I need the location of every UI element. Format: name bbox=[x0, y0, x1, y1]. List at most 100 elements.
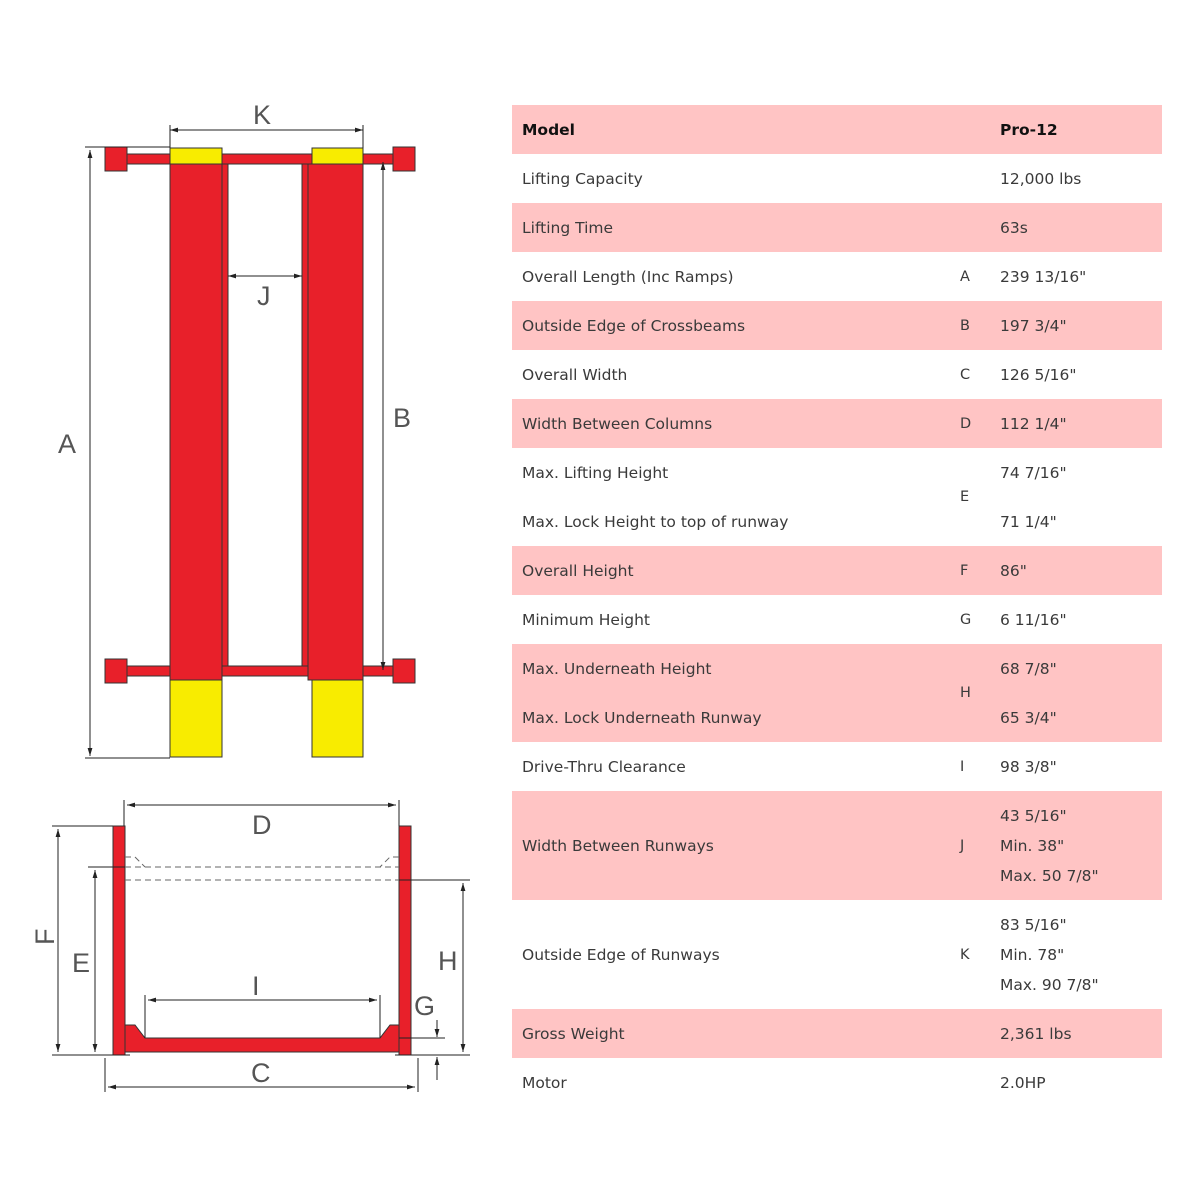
table-row: Minimum Height G 6 11/16" bbox=[512, 595, 1162, 644]
spec-labels: Motor bbox=[522, 1058, 567, 1107]
spec-value: 71 1/4" bbox=[1000, 512, 1057, 531]
table-row: Outside Edge of Crossbeams B 197 3/4" bbox=[512, 301, 1162, 350]
label-i: I bbox=[252, 971, 260, 1001]
spec-labels: Overall Height bbox=[522, 546, 634, 595]
spec-labels: Width Between Columns bbox=[522, 399, 712, 448]
spec-label: Outside Edge of Crossbeams bbox=[522, 316, 746, 335]
label-g: G bbox=[414, 991, 435, 1021]
spec-values: 98 3/8" bbox=[1000, 742, 1057, 791]
dimension-letter: I bbox=[960, 758, 965, 775]
front-view bbox=[112, 825, 412, 1056]
dimension-letter: A bbox=[960, 268, 970, 285]
spec-value: Min. 78" bbox=[1000, 945, 1065, 964]
spec-value: 2,361 lbs bbox=[1000, 1024, 1072, 1043]
label-e: E bbox=[72, 948, 90, 978]
spec-value: 239 13/16" bbox=[1000, 267, 1087, 286]
spec-label: Max. Lifting Height bbox=[522, 463, 669, 482]
label-a: A bbox=[58, 429, 76, 459]
table-row: Lifting Time 63s bbox=[512, 203, 1162, 252]
label-j: J bbox=[257, 281, 271, 311]
spec-label: Drive-Thru Clearance bbox=[522, 757, 686, 776]
spec-value: Pro-12 bbox=[1000, 120, 1058, 139]
spec-values: 86" bbox=[1000, 546, 1027, 595]
label-k: K bbox=[253, 100, 271, 130]
spec-labels: Overall Length (Inc Ramps) bbox=[522, 252, 734, 301]
spec-label: Max. Underneath Height bbox=[522, 659, 712, 678]
spec-value: 6 11/16" bbox=[1000, 610, 1067, 629]
spec-value: 112 1/4" bbox=[1000, 414, 1067, 433]
spec-labels: Outside Edge of Runways bbox=[522, 900, 720, 1009]
spec-values: 112 1/4" bbox=[1000, 399, 1067, 448]
table-row: Width Between Columns D 112 1/4" bbox=[512, 399, 1162, 448]
spec-values: 83 5/16" Min. 78" Max. 90 7/8" bbox=[1000, 900, 1099, 1009]
table-row: Gross Weight 2,361 lbs bbox=[512, 1009, 1162, 1058]
spec-value: 126 5/16" bbox=[1000, 365, 1077, 384]
spec-value: 2.0HP bbox=[1000, 1073, 1046, 1092]
spec-label: Motor bbox=[522, 1073, 567, 1092]
spec-labels: Drive-Thru Clearance bbox=[522, 742, 686, 791]
spec-label: Overall Width bbox=[522, 365, 628, 384]
table-row: Width Between Runways J 43 5/16" Min. 38" Ma… bbox=[512, 791, 1162, 900]
spec-label: Minimum Height bbox=[522, 610, 650, 629]
spec-values: 43 5/16" Min. 38" Max. 50 7/8" bbox=[1000, 791, 1099, 900]
spec-values: 126 5/16" bbox=[1000, 350, 1076, 399]
spec-values: 197 3/4" bbox=[1000, 301, 1067, 350]
spec-values: 68 7/8" 65 3/4" bbox=[1000, 644, 1057, 742]
table-row: Overall Length (Inc Ramps) A 239 13/16" bbox=[512, 252, 1162, 301]
spec-value: 43 5/16" bbox=[1000, 806, 1067, 825]
spec-label: Model bbox=[522, 120, 575, 139]
spec-value: Min. 38" bbox=[1000, 836, 1065, 855]
label-b: B bbox=[393, 403, 411, 433]
spec-label: Max. Lock Underneath Runway bbox=[522, 708, 762, 727]
spec-labels: Minimum Height bbox=[522, 595, 650, 644]
table-row: Lifting Capacity 12,000 lbs bbox=[512, 154, 1162, 203]
dimension-letter: G bbox=[960, 611, 972, 628]
spec-values: 63s bbox=[1000, 203, 1028, 252]
spec-label: Lifting Capacity bbox=[522, 169, 643, 188]
spec-value: 63s bbox=[1000, 218, 1028, 237]
spec-value: Max. 90 7/8" bbox=[1000, 975, 1099, 994]
spec-value: 68 7/8" bbox=[1000, 659, 1057, 678]
dimension-letter: J bbox=[960, 837, 965, 854]
spec-labels: Lifting Capacity bbox=[522, 154, 643, 203]
spec-label: Width Between Runways bbox=[522, 836, 714, 855]
spec-label: Outside Edge of Runways bbox=[522, 945, 720, 964]
spec-value: 12,000 lbs bbox=[1000, 169, 1082, 188]
spec-label: Lifting Time bbox=[522, 218, 614, 237]
top-view bbox=[104, 146, 416, 758]
front-view-dimensions bbox=[52, 800, 470, 1092]
spec-labels: Model bbox=[522, 105, 575, 154]
label-d: D bbox=[252, 810, 272, 840]
dimension-letter: C bbox=[960, 366, 971, 383]
spec-label: Max. Lock Height to top of runway bbox=[522, 512, 789, 531]
table-row: Motor 2.0HP bbox=[512, 1058, 1162, 1107]
spec-value: 65 3/4" bbox=[1000, 708, 1057, 727]
spec-values: 12,000 lbs bbox=[1000, 154, 1081, 203]
top-view-dimensions bbox=[85, 125, 386, 759]
spec-labels: Width Between Runways bbox=[522, 791, 714, 900]
spec-value: 83 5/16" bbox=[1000, 915, 1067, 934]
spec-labels: Lifting Time bbox=[522, 203, 613, 252]
spec-values: Pro-12 bbox=[1000, 105, 1058, 154]
spec-value: 86" bbox=[1000, 561, 1027, 580]
spec-values: 239 13/16" bbox=[1000, 252, 1086, 301]
lift-dimension-diagram: A B K J F E H D C I G bbox=[30, 100, 470, 1092]
spec-label: Overall Height bbox=[522, 561, 634, 580]
spec-labels: Outside Edge of Crossbeams bbox=[522, 301, 745, 350]
spec-value: Max. 50 7/8" bbox=[1000, 866, 1099, 885]
spec-values: 2.0HP bbox=[1000, 1058, 1046, 1107]
spec-labels: Overall Width bbox=[522, 350, 627, 399]
dimension-letter: B bbox=[960, 317, 970, 334]
label-f: F bbox=[30, 929, 60, 946]
label-c: C bbox=[251, 1058, 271, 1088]
dimension-letter: D bbox=[960, 415, 972, 432]
table-row: Overall Width C 126 5/16" bbox=[512, 350, 1162, 399]
spec-value: 98 3/8" bbox=[1000, 757, 1057, 776]
spec-label: Gross Weight bbox=[522, 1024, 625, 1043]
